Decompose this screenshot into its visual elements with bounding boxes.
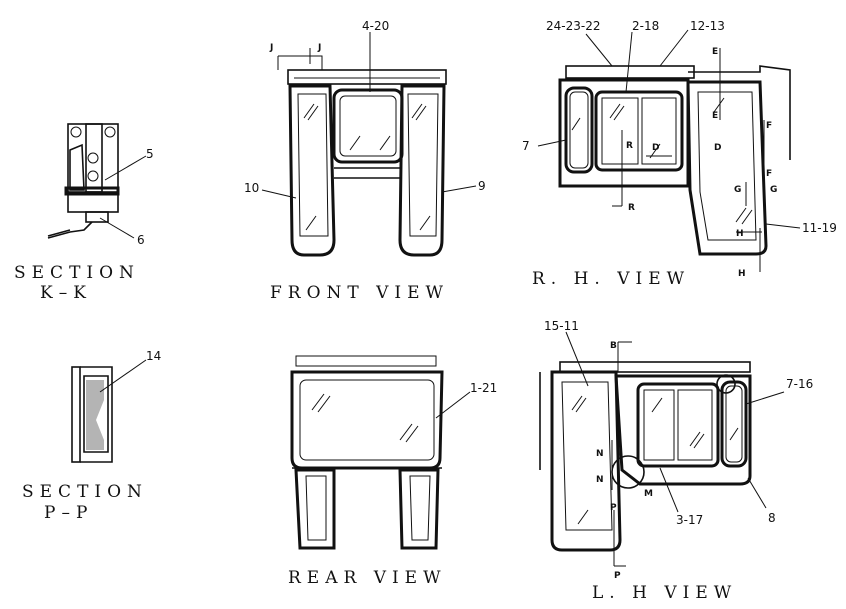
section-mark-g-left: G <box>734 185 741 195</box>
section-kk-title-line1: SECTION <box>14 263 140 283</box>
section-mark-e-top: E <box>712 47 718 57</box>
front-view-title: FRONT VIEW <box>270 283 449 303</box>
callout-front-9: 9 <box>478 179 486 193</box>
section-mark-e-mid: E <box>712 111 718 121</box>
section-mark-r-top: R <box>626 141 633 151</box>
section-mark-g-right: G <box>770 185 777 195</box>
callout-front-4-20: 4-20 <box>362 19 389 33</box>
callout-rh-2-18: 2-18 <box>632 19 659 33</box>
section-mark-n-top: N <box>596 449 604 459</box>
front-view-drawing <box>261 32 477 257</box>
section-mark-n-bot: N <box>596 475 604 485</box>
lh-view-title: L. H VIEW <box>592 583 737 603</box>
section-mark-p-top: P <box>610 503 617 513</box>
callout-front-10: 10 <box>244 181 259 195</box>
callout-kk-6: 6 <box>137 233 145 247</box>
rear-view-drawing <box>290 355 471 550</box>
section-mark-d-right: D <box>714 143 721 153</box>
callout-lh-7-16: 7-16 <box>786 377 813 391</box>
rear-view-title: REAR VIEW <box>288 568 447 588</box>
callout-lh-3-17: 3-17 <box>676 513 703 527</box>
section-mark-f-bot: F <box>766 169 772 179</box>
callout-rh-12-13: 12-13 <box>690 19 725 33</box>
section-mark-m: M <box>644 489 653 499</box>
rh-view-drawing <box>537 29 801 272</box>
section-mark-h-left: H <box>736 229 744 239</box>
callout-rh-7: 7 <box>522 139 530 153</box>
callout-rh-24-23-22: 24-23-22 <box>546 19 600 33</box>
callout-rear-1-21: 1-21 <box>470 381 497 395</box>
callout-lh-15-11: 15-11 <box>544 319 579 333</box>
section-mark-f-top: F <box>766 121 772 131</box>
section-mark-b-top: B <box>610 341 617 351</box>
callout-rh-11-19: 11-19 <box>802 221 837 235</box>
callout-pp-14: 14 <box>146 349 161 363</box>
section-kk-drawing <box>47 123 147 239</box>
section-mark-r-bot: R <box>628 203 635 213</box>
section-pp-title-line1: SECTION <box>22 482 148 502</box>
section-mark-h-bot: H <box>738 269 746 279</box>
callout-kk-5: 5 <box>146 147 154 161</box>
lh-view-drawing <box>539 331 785 567</box>
section-kk-title-line2: K–K <box>40 283 92 303</box>
section-pp-title-line2: P–P <box>44 503 93 523</box>
section-mark-j-right: J <box>317 43 321 53</box>
section-mark-d-left: D <box>652 143 659 153</box>
callout-lh-8: 8 <box>768 511 776 525</box>
rh-view-title: R. H. VIEW <box>532 269 690 289</box>
section-pp-drawing <box>71 359 147 463</box>
section-mark-j-left: J <box>269 43 273 53</box>
section-mark-p-bot: P <box>614 571 621 581</box>
